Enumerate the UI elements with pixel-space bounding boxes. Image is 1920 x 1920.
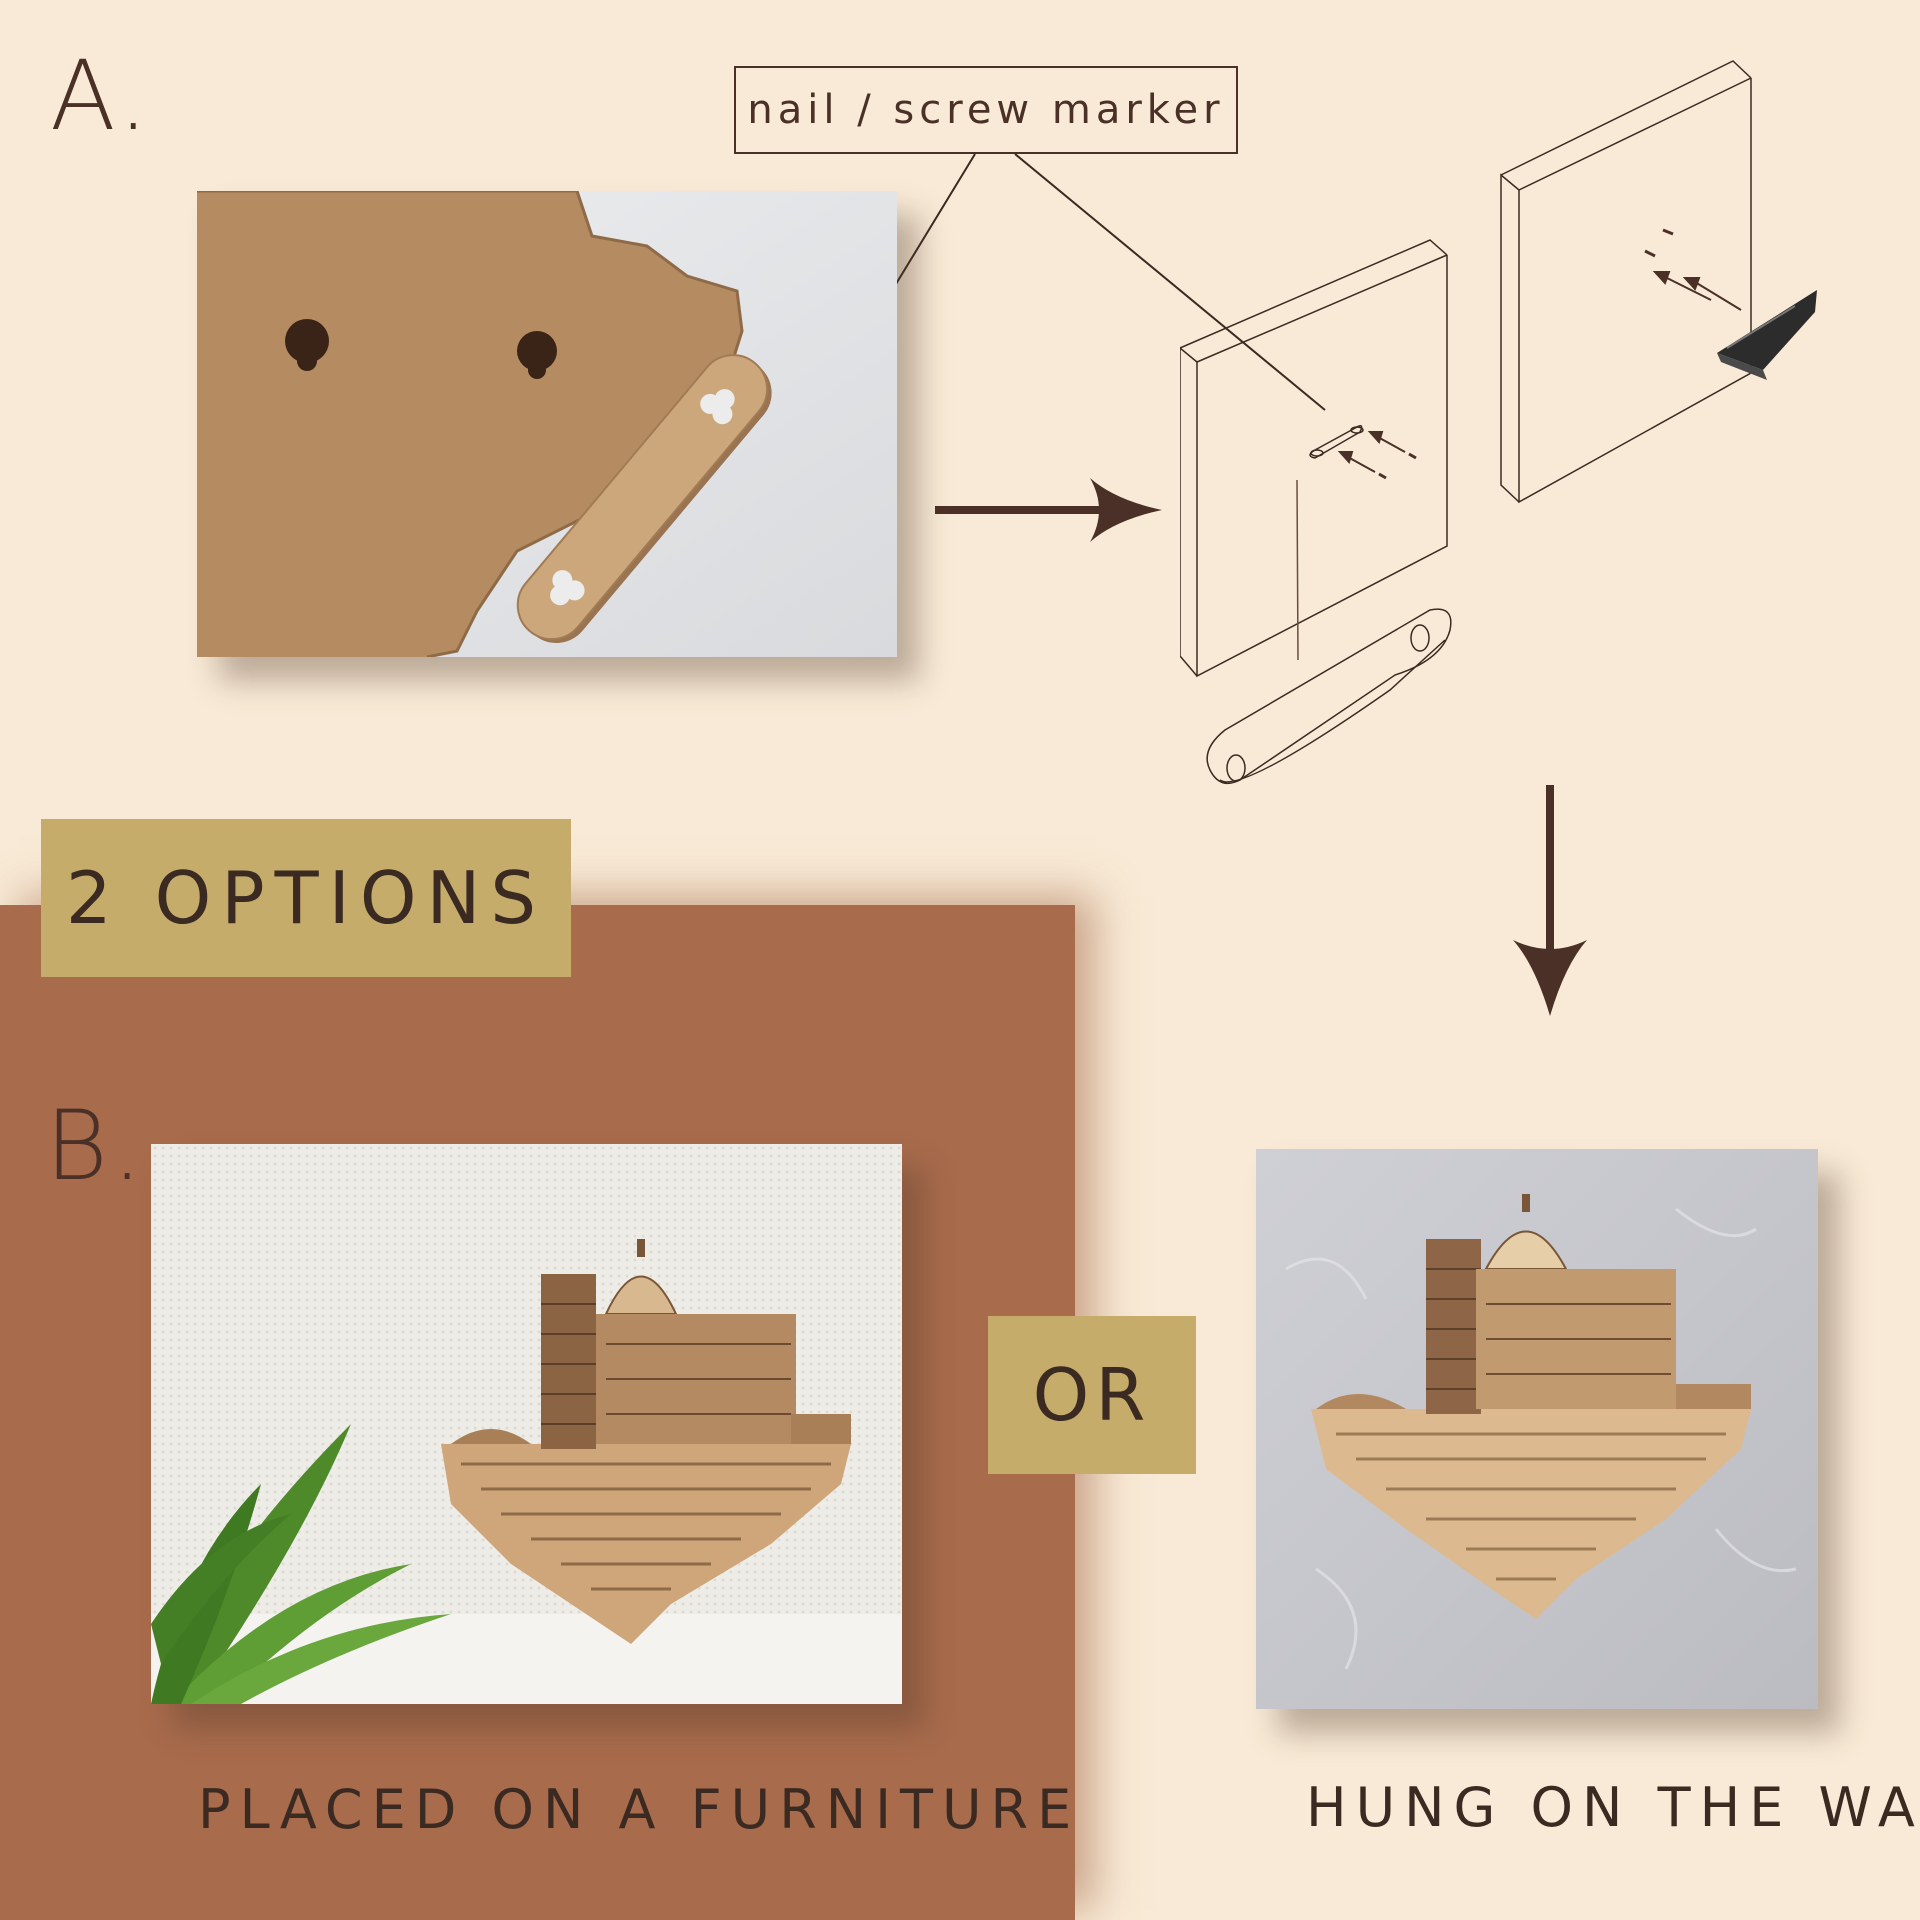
caption-wall: HUNG ON THE WALL: [1306, 1776, 1920, 1839]
wood-sculpture: [1311, 1194, 1751, 1619]
marker-callout: nail / screw marker: [734, 66, 1238, 154]
photo-wall: [1256, 1149, 1818, 1709]
step-a-label: A.: [50, 40, 153, 152]
callout-line-diagram: [1014, 153, 1326, 411]
options-badge: 2 OPTIONS: [41, 819, 571, 977]
triangle-hanger-icon: [1717, 290, 1817, 380]
diagram-board-triangle: [1500, 60, 1817, 504]
arrow-down-icon: [1513, 785, 1587, 1016]
keyhole-right: [517, 331, 557, 379]
diagram-board-hanger: [1180, 239, 1452, 785]
or-badge: OR: [988, 1316, 1196, 1474]
nail-arrow-icon: [1337, 431, 1417, 480]
mdf-board: [197, 191, 742, 657]
photo-back-hanger: [197, 191, 897, 657]
hanger-bar: [516, 354, 772, 644]
step-b-label: B.: [45, 1090, 147, 1202]
photo-furniture: [151, 1144, 902, 1704]
keyhole-left: [285, 319, 329, 371]
arrow-right-icon: [935, 478, 1162, 542]
plant-leaves: [151, 1424, 451, 1704]
nail-arrow-icon: [1644, 228, 1742, 311]
caption-furniture: PLACED ON A FURNITURE: [198, 1778, 1081, 1841]
wood-sculpture: [441, 1239, 851, 1644]
